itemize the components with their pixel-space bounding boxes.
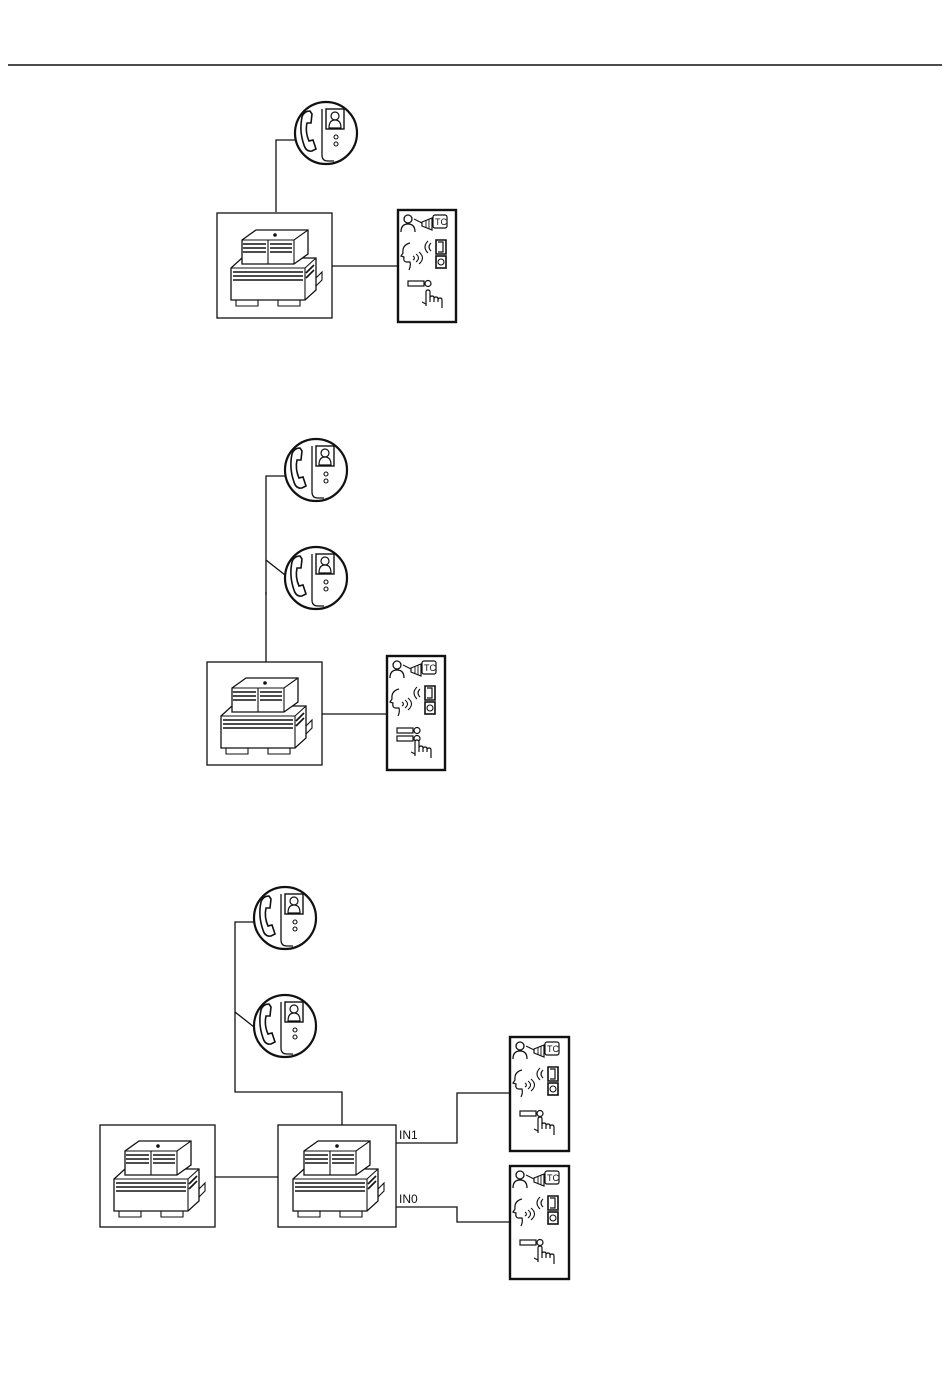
door-entry-panel-icon: TC [387,656,445,770]
video-monitor-icon [254,887,316,949]
video-monitor-icon [285,547,347,609]
tc-badge: TC [547,1044,559,1054]
video-monitor-icon [285,439,347,501]
door-entry-panel-icon: TC [510,1037,569,1151]
power-supply-module-icon [114,1141,205,1217]
wire [266,476,285,575]
power-supply-module-icon [231,230,322,306]
video-monitor-icon [254,995,316,1057]
diagram-2: TC [207,439,445,770]
wire [276,140,295,212]
door-entry-panel-icon: TC [510,1166,569,1279]
power-supply-module-icon [293,1141,384,1217]
power-supply-module-icon [221,678,312,754]
tc-badge: TC [435,217,447,227]
tc-badge: TC [424,663,436,673]
wire [235,922,254,1027]
door-entry-panel-icon: TC [398,210,456,322]
diagram-1: TC [217,102,456,322]
wire [396,1207,510,1222]
input-label-in0: IN0 [399,1192,418,1206]
input-label-in1: IN1 [399,1128,418,1142]
tc-badge: TC [547,1173,559,1183]
video-monitor-icon [295,102,357,164]
diagram-3: IN1 IN0 TC TC [100,887,569,1279]
